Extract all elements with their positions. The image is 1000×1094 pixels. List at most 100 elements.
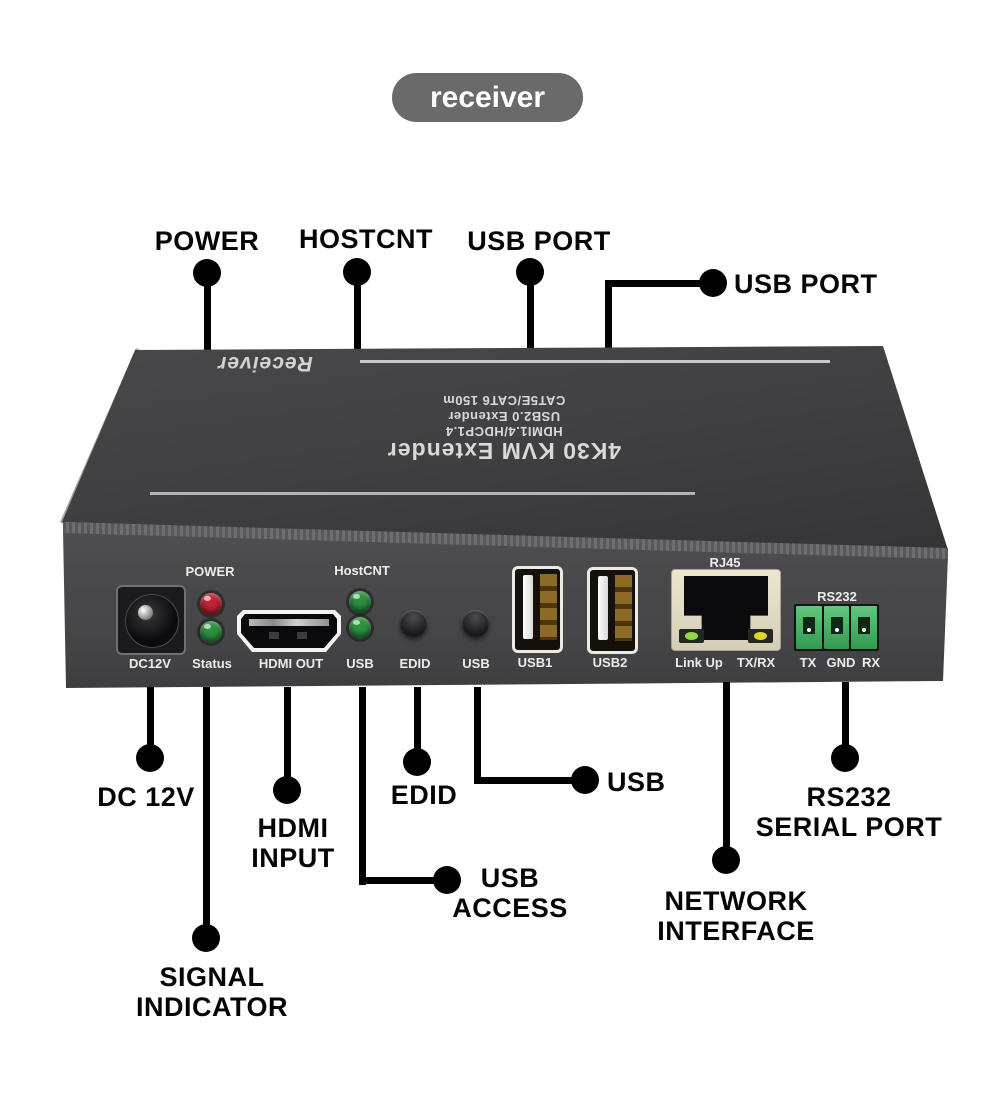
callout-line	[146, 687, 154, 759]
device-spec2: USB2.0 Extender	[447, 408, 561, 424]
callout-label-usb-access: USB ACCESS	[452, 863, 568, 923]
callout-dot	[273, 776, 301, 804]
callout-line	[473, 687, 481, 784]
panel-label-power: POWER	[185, 564, 235, 579]
callout-label-usb-port-a: USB PORT	[467, 226, 611, 256]
panel-label-edid: EDID	[399, 656, 431, 671]
usb1-port	[512, 566, 563, 653]
callout-label-usb-port-b: USB PORT	[734, 269, 878, 299]
rj45-link-led	[679, 629, 704, 643]
panel-label-usb-button: USB	[462, 656, 490, 671]
hdmi-port-tab	[269, 632, 279, 639]
edid-button	[400, 610, 427, 637]
panel-label-linkup: Link Up	[675, 655, 723, 670]
usb-port-tongue	[598, 576, 608, 640]
callout-line	[841, 682, 849, 759]
device-spec1: HDMI1.4/HDCP1.4	[445, 424, 563, 440]
callout-label-hostcnt: HOSTCNT	[299, 224, 433, 254]
rs232-pin-rx	[851, 606, 878, 649]
hostcnt-led-green-2	[349, 617, 371, 639]
panel-label-dc12v: DC12V	[129, 656, 171, 671]
rj45-link-led-glow	[685, 632, 698, 640]
dc-jack-pin	[138, 605, 153, 620]
callout-label-signal-indicator: SIGNAL INDICATOR	[136, 962, 288, 1022]
callout-dot	[712, 846, 740, 874]
usb-button	[462, 610, 489, 637]
rj45-port	[671, 569, 781, 651]
panel-label-hostcnt: HostCNT	[334, 563, 390, 578]
callout-line	[722, 682, 730, 861]
callout-line	[283, 687, 291, 791]
receiver-badge: receiver	[392, 73, 583, 122]
callout-label-hdmi-input: HDMI INPUT	[251, 813, 335, 873]
callout-label-rs232-serial-port: RS232 SERIAL PORT	[756, 782, 943, 842]
callout-label-power: POWER	[154, 226, 260, 256]
callout-dot	[343, 258, 371, 286]
callout-line	[358, 687, 366, 885]
device-top-silver-line	[360, 360, 830, 363]
panel-label-usb-led: USB	[346, 656, 374, 671]
rj45-activity-led	[748, 629, 773, 643]
panel-label-tx: TX	[799, 655, 817, 670]
dc-jack-barrel	[125, 594, 179, 648]
callout-label-network-interface: NETWORK INTERFACE	[657, 886, 815, 946]
device-top-receiver-label: Receiver	[217, 352, 313, 375]
hdmi-port-tab	[297, 632, 307, 639]
device-top-silver-line-2	[150, 492, 695, 495]
panel-label-txrx: TX/RX	[736, 655, 776, 670]
callout-line	[604, 279, 717, 287]
dc-power-jack	[116, 585, 186, 655]
rj45-activity-led-glow	[754, 632, 767, 640]
rs232-pin-tx	[796, 606, 822, 649]
panel-label-rx: RX	[861, 655, 881, 670]
callout-line	[202, 687, 210, 939]
callout-label-hdmi-line1: HDMI	[257, 813, 329, 843]
callout-label-usb: USB	[607, 767, 666, 797]
panel-label-rs232: RS232	[817, 589, 857, 604]
callout-dot	[193, 259, 221, 287]
hdmi-port-contacts	[249, 619, 329, 626]
callout-dot	[571, 766, 599, 794]
panel-label-hdmi-out: HDMI OUT	[258, 656, 324, 671]
hdmi-out-port	[237, 610, 341, 652]
callout-label-network-line2: INTERFACE	[657, 916, 815, 946]
callout-dot	[433, 866, 461, 894]
callout-dot	[403, 748, 431, 776]
callout-label-usb-access-line1: USB	[480, 863, 540, 893]
device-top-surface	[62, 346, 948, 550]
power-led-red	[200, 593, 222, 615]
callout-label-network-line1: NETWORK	[664, 886, 808, 916]
callout-dot	[136, 744, 164, 772]
callout-dot	[192, 924, 220, 952]
device-spec3: CAT5E/CAT6 150m	[442, 393, 566, 409]
callout-label-rs232-line1: RS232	[806, 782, 892, 812]
callout-dot	[831, 744, 859, 772]
rs232-pin-gnd	[823, 606, 850, 649]
callout-line	[413, 687, 421, 763]
panel-label-status: Status	[192, 656, 232, 671]
callout-label-usb-access-line2: ACCESS	[452, 893, 568, 923]
hostcnt-led-green-1	[349, 591, 371, 613]
callout-label-signal-line1: SIGNAL	[159, 962, 265, 992]
status-led-green	[200, 621, 222, 643]
callout-dot	[699, 269, 727, 297]
panel-label-gnd: GND	[826, 655, 856, 670]
device-title: 4K30 KVM Extender	[386, 438, 622, 465]
panel-label-usb2: USB2	[592, 655, 628, 670]
panel-label-rj45: RJ45	[709, 555, 741, 570]
callout-label-signal-line2: INDICATOR	[136, 992, 288, 1022]
callout-label-dc12v: DC 12V	[97, 782, 195, 812]
callout-line	[358, 876, 451, 884]
callout-label-edid: EDID	[390, 780, 458, 810]
usb-port-contacts	[615, 575, 632, 641]
rs232-terminal-block	[794, 604, 879, 651]
device-top-print: 4K30 KVM Extender HDMI1.4/HDCP1.4 USB2.0…	[320, 392, 688, 464]
usb-port-contacts	[540, 574, 557, 640]
panel-label-usb1: USB1	[517, 655, 553, 670]
usb2-port	[587, 567, 638, 654]
callout-line	[473, 776, 589, 784]
callout-dot	[516, 258, 544, 286]
callout-label-rs232-line2: SERIAL PORT	[755, 812, 943, 842]
usb-port-tongue	[523, 575, 533, 639]
